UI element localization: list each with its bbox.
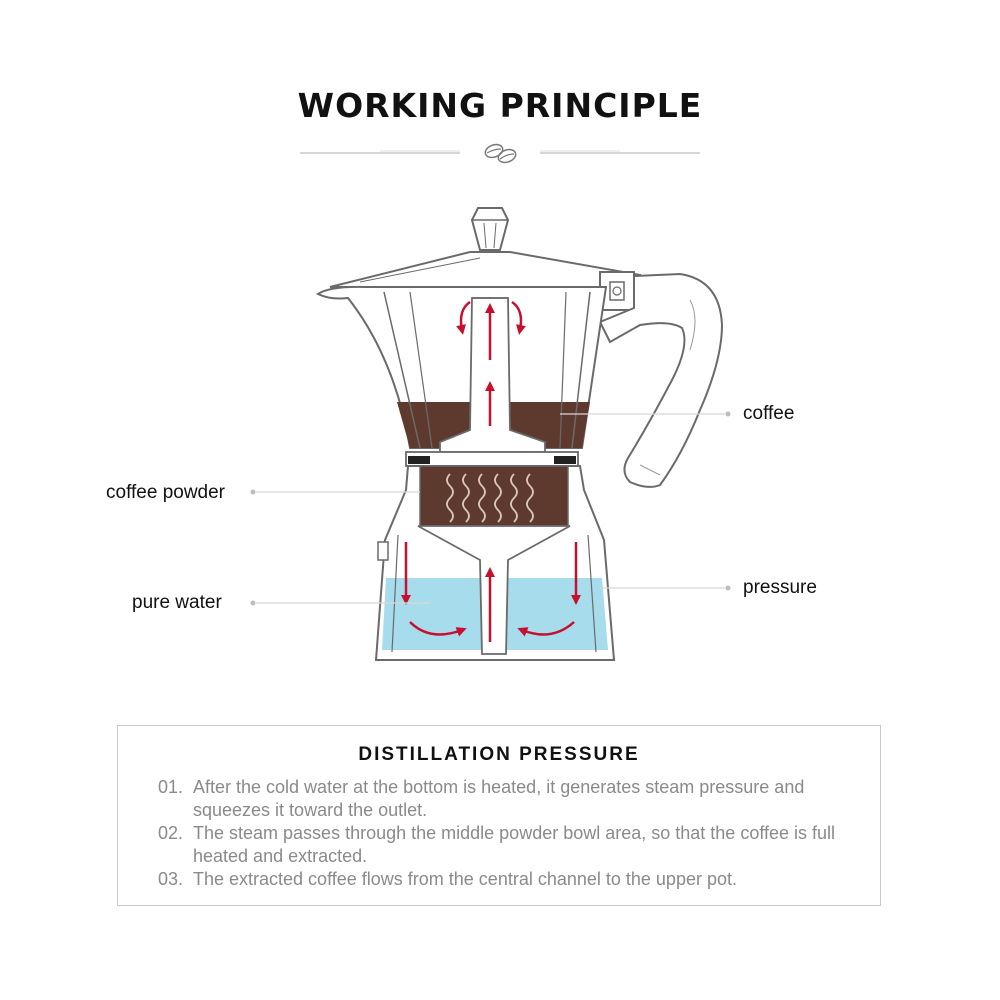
label-coffee: coffee	[743, 403, 795, 424]
description-panel: DISTILLATION PRESSURE 01. After the cold…	[117, 725, 881, 906]
label-pure-water: pure water	[132, 592, 222, 613]
pot-lid	[329, 251, 641, 288]
step-item: 01. After the cold water at the bottom i…	[158, 776, 858, 822]
lid-knob	[470, 207, 510, 251]
lower-funnel	[417, 525, 571, 655]
description-title: DISTILLATION PRESSURE	[358, 744, 640, 765]
step-item: 03. The extracted coffee flows from the …	[158, 868, 858, 891]
steam-wavy-lines	[446, 473, 534, 523]
step-text: After the cold water at the bottom is he…	[193, 777, 805, 820]
step-number: 02.	[158, 823, 184, 843]
pot-handle	[598, 271, 724, 488]
flow-arrows	[401, 300, 581, 642]
page-title: WORKING PRINCIPLE	[297, 86, 703, 125]
label-pressure: pressure	[743, 577, 817, 598]
title-divider	[300, 143, 700, 164]
step-list: 01. After the cold water at the bottom i…	[158, 776, 858, 891]
step-text: The extracted coffee flows from the cent…	[193, 869, 737, 889]
label-coffee-powder: coffee powder	[106, 482, 226, 503]
step-number: 01.	[158, 777, 184, 797]
moka-pot-diagram	[250, 207, 731, 661]
step-text: The steam passes through the middle powd…	[193, 823, 836, 866]
coffee-beans-icon	[484, 143, 517, 164]
leader-lines	[250, 411, 731, 606]
coffee-powder-basket	[419, 465, 569, 527]
step-item: 02. The steam passes through the middle …	[158, 822, 858, 868]
step-number: 03.	[158, 869, 184, 889]
